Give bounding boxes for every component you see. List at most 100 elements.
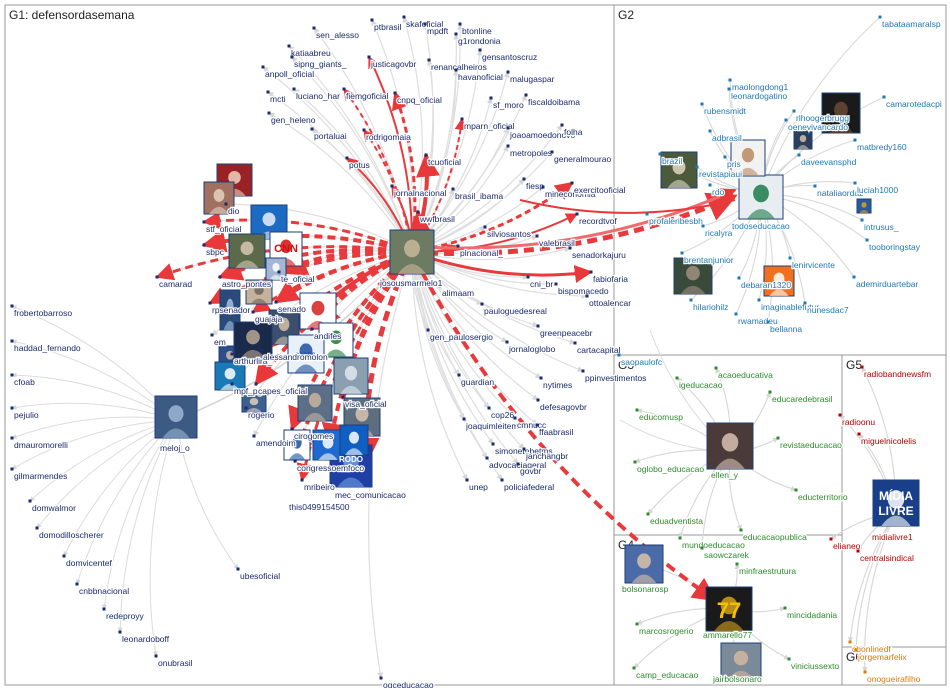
node-label: metropoles: [510, 148, 552, 158]
node-label: malugaspar: [510, 74, 555, 84]
node-label: gilmarmendes: [14, 471, 67, 481]
node-label: bispomacedo: [558, 286, 609, 296]
node-label: andifes: [314, 331, 341, 341]
node-label: sipng_giants_: [294, 59, 347, 69]
node-label: educterritorio: [798, 492, 848, 502]
avatar-image: [873, 480, 919, 526]
node-label: sf_moro: [493, 100, 524, 110]
node-label: tooboringstay: [869, 242, 921, 252]
node-label: cop26: [491, 410, 514, 420]
node-label: justicagovbr: [370, 59, 417, 69]
node-label: viniciussexto: [791, 661, 839, 671]
node-label: ricalyra: [705, 228, 733, 238]
node-label: capes_oficial: [258, 386, 307, 396]
node-label: acaoeducativa: [718, 370, 773, 380]
node-label: ubesoficial: [240, 571, 280, 581]
hub-label: ammarello77: [703, 630, 752, 640]
node-label: fabiofaria: [593, 274, 628, 284]
node-label: dmauromorelli: [14, 440, 68, 450]
node-label: generalmourao: [554, 154, 611, 164]
node-label: radioonu: [842, 417, 875, 427]
node-label: ffaabrasil: [539, 427, 573, 437]
node-label: pauloguedesreal: [484, 306, 547, 316]
hub-label: todoseducacao: [732, 221, 790, 231]
node-label: frobertobarroso: [14, 308, 72, 318]
node-label: ptbrasil: [374, 22, 402, 32]
node-label: educaredebrasil: [772, 394, 833, 404]
node-label: eduadventista: [650, 516, 703, 526]
node-label: nunesdac7: [807, 305, 849, 315]
node-label: jornaloglobo: [508, 344, 556, 354]
node-label: luciah1000: [857, 185, 898, 195]
node-label: g1rondonia: [458, 36, 501, 46]
node-label: portaluai: [314, 131, 347, 141]
node-label: senado: [278, 304, 306, 314]
node-label: gen_heleno: [271, 115, 316, 125]
node-label: brasil_ibama: [455, 191, 503, 201]
avatar-image: [340, 425, 368, 455]
node-label: oglobo_educacao: [637, 464, 704, 474]
node-label: adbrasil: [712, 133, 742, 143]
node-label: saowczarek: [704, 550, 750, 560]
node-label: btonline: [462, 26, 492, 36]
node-label: ademirduartebar: [856, 279, 919, 289]
node-label: wwfbrasil: [419, 214, 455, 224]
node-label: te_oficial: [281, 274, 315, 284]
node-label: alimaam: [442, 288, 474, 298]
hub-label: ellen_y: [711, 470, 739, 480]
node-label: exercitooficial: [574, 185, 626, 195]
node-label: saopaulofc: [621, 357, 663, 367]
node-label: tabataamaralsp: [882, 19, 941, 29]
node-label: onogueirafilho: [867, 674, 921, 684]
midia-livre-logo-text: LIVRE: [878, 504, 913, 518]
node-label: anpoll_oficial: [265, 69, 314, 79]
node-label: brentanjunior: [684, 255, 734, 265]
node-label: rpsenador: [212, 305, 250, 315]
node-label: potus: [349, 160, 370, 170]
node-label: defesagovbr: [540, 402, 587, 412]
node-label: gen_paulosergio: [430, 332, 493, 342]
node-label: rodrigomaia: [366, 132, 411, 142]
node-label: pejulio: [14, 410, 39, 420]
node-label: ppinvestimentos: [585, 373, 646, 383]
node-label: visa_oficial: [345, 399, 387, 409]
node-label: cfoab: [14, 377, 35, 387]
node-label: educacaopublica: [743, 532, 807, 542]
node-label: bellanna: [770, 324, 802, 334]
node-label: senadorkajuru: [572, 250, 626, 260]
group-g2-title: G2: [618, 8, 634, 22]
node-label: plnacional_: [460, 248, 503, 258]
node-label: stf_oficial: [206, 224, 242, 234]
node-label: onubrasil: [158, 658, 193, 668]
node-label: intrusus_: [864, 222, 899, 232]
avatar-image: [390, 230, 434, 274]
node-label: dio: [228, 206, 240, 216]
node-label: fiemgoficial: [346, 91, 389, 101]
hub-label: josousmarmelo1: [379, 278, 443, 288]
node-label: revistaeducacao: [780, 440, 842, 450]
node-label: lenirvicente: [792, 260, 835, 270]
hub-label: midialivre1: [872, 532, 913, 542]
node-label: ogceducacao: [383, 680, 434, 688]
node-label: greenpeacebr: [540, 328, 593, 338]
node-label: debaran1320: [741, 280, 791, 290]
node-label: mincidadania: [787, 610, 837, 620]
node-label: havanoficial: [458, 72, 503, 82]
node-label: renancalheiros: [431, 62, 487, 72]
node-label: domodilloscherer: [39, 530, 104, 540]
node-label: amendoim: [256, 438, 296, 448]
node-label: domvicentef: [66, 558, 112, 568]
node-label: gensantoscruz: [482, 52, 537, 62]
node-label: brazil: [662, 156, 682, 166]
node-label: rogerio: [248, 410, 275, 420]
hub-label: bolsonarosp: [622, 584, 669, 594]
avatar-image: [334, 358, 368, 394]
node-label: leonardogatino: [731, 91, 788, 101]
node-label: mribeiro: [304, 482, 335, 492]
node-label: sbpc: [206, 247, 225, 257]
node-label: nytimes: [543, 380, 572, 390]
node-label: astro_pontes: [222, 279, 271, 289]
node-label: radiobandnewsfm: [864, 369, 931, 379]
node-label: mundoeducacao: [682, 540, 745, 550]
